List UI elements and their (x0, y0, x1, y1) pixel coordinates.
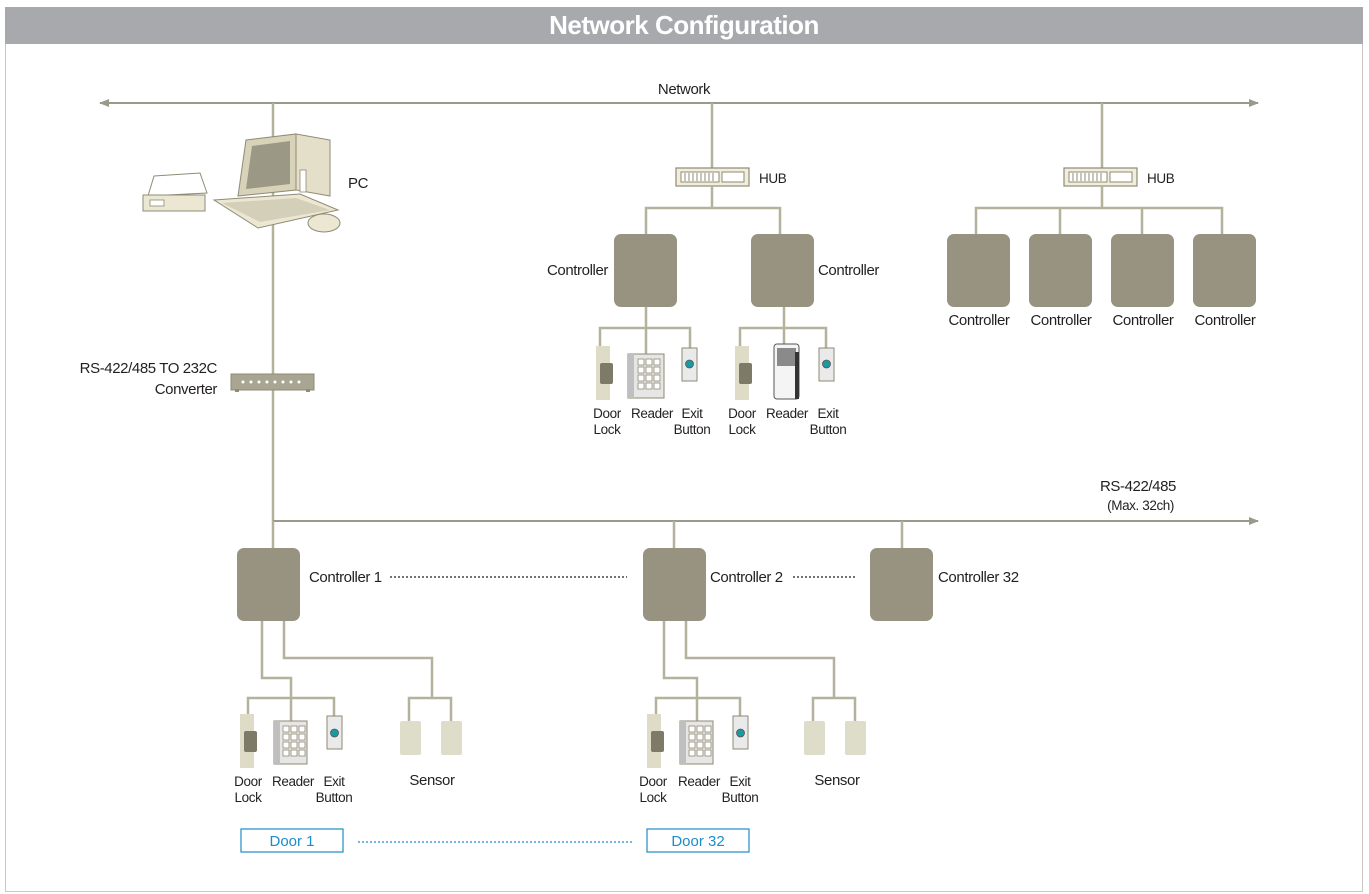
controller-hub1-a (614, 234, 677, 307)
converter-label-1: RS-422/485 TO 232C (80, 360, 218, 377)
device-reader-label: Reader (766, 406, 809, 421)
device-door-label: Door (234, 774, 263, 789)
controller-hub2-d (1193, 234, 1256, 307)
card-reader-icon (773, 343, 800, 400)
sensor-icon (804, 721, 825, 755)
device-button-label: Button (316, 790, 353, 805)
sensor-icon (441, 721, 462, 755)
sensor-icon (400, 721, 421, 755)
door-lock-icon (240, 714, 257, 768)
device-reader-label: Reader (272, 774, 315, 789)
door-32-label: Door 32 (671, 833, 724, 850)
device-lock-label: Lock (594, 422, 622, 437)
rs-bus-label-1: RS-422/485 (1100, 478, 1176, 495)
controller-1-label: Controller 1 (309, 569, 382, 586)
door-lock-icon (596, 346, 613, 400)
rs-bus-label-2: (Max. 32ch) (1107, 498, 1174, 513)
door-1-label: Door 1 (269, 833, 314, 850)
controller-hub2-b-label: Controller (1030, 312, 1091, 329)
diagram-frame (5, 7, 1363, 892)
controller-hub2-b (1029, 234, 1092, 307)
controller-hub2-c (1111, 234, 1174, 307)
device-exit-label: Exit (818, 406, 840, 421)
device-exit-label: Exit (324, 774, 346, 789)
keypad-reader-icon (679, 720, 714, 765)
controller-32-label: Controller 32 (938, 569, 1019, 586)
converter-label-2: Converter (155, 381, 218, 398)
device-exit-label: Exit (682, 406, 704, 421)
door-32-box (646, 828, 750, 853)
exit-button-icon (326, 715, 343, 750)
exit-button-icon (818, 347, 835, 382)
exit-button-icon (681, 347, 698, 382)
controller-hub2-d-label: Controller (1194, 312, 1255, 329)
controller-hub1-b-label: Controller (818, 262, 879, 279)
hub-icon (1063, 167, 1138, 187)
device-door-label: Door (593, 406, 622, 421)
hub-1-label: HUB (759, 171, 787, 186)
printer-icon (142, 172, 208, 212)
controller-2 (643, 548, 706, 621)
controller-2-label: Controller 2 (710, 569, 783, 586)
controller-hub2-c-label: Controller (1112, 312, 1173, 329)
door-lock-icon (735, 346, 752, 400)
device-button-label: Button (810, 422, 847, 437)
sensor-label: Sensor (814, 772, 860, 789)
device-lock-label: Lock (729, 422, 757, 437)
device-door-label: Door (639, 774, 668, 789)
device-door-label: Door (728, 406, 757, 421)
keypad-reader-icon (627, 353, 665, 399)
hub-icon (675, 167, 750, 187)
converter-icon (230, 373, 315, 392)
controller-32 (870, 548, 933, 621)
device-reader-label: Reader (631, 406, 674, 421)
door-lock-icon (647, 714, 664, 768)
device-lock-label: Lock (235, 790, 263, 805)
controller-1 (237, 548, 300, 621)
device-exit-label: Exit (730, 774, 752, 789)
device-button-label: Button (722, 790, 759, 805)
hub-2-label: HUB (1147, 171, 1175, 186)
controller-hub2-a (947, 234, 1010, 307)
door-1-box (240, 828, 344, 853)
pc-icon (212, 133, 341, 233)
device-button-label: Button (674, 422, 711, 437)
controller-hub1-a-label: Controller (547, 262, 608, 279)
pc-label: PC (348, 175, 369, 192)
device-reader-label: Reader (678, 774, 721, 789)
controller-hub1-b (751, 234, 814, 307)
keypad-reader-icon (273, 720, 308, 765)
page-title: Network Configuration (5, 7, 1363, 44)
network-label: Network (658, 81, 711, 98)
exit-button-icon (732, 715, 749, 750)
device-lock-label: Lock (640, 790, 668, 805)
controller-hub2-a-label: Controller (948, 312, 1009, 329)
sensor-label: Sensor (409, 772, 455, 789)
sensor-icon (845, 721, 866, 755)
